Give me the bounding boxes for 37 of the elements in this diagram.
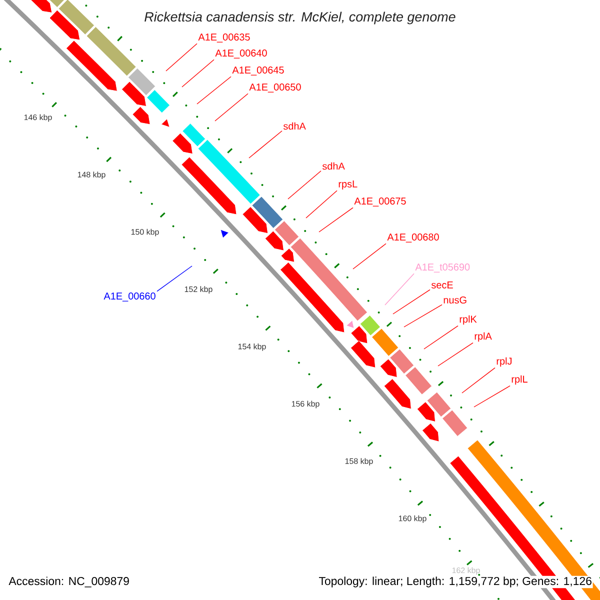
gene-label: A1E_00635 <box>198 34 250 42</box>
leader-line <box>166 43 198 72</box>
gene-label: rpsL <box>338 180 358 190</box>
leader-line <box>196 76 232 104</box>
leader-line <box>288 170 322 200</box>
gene-label: rplJ <box>496 357 512 367</box>
leader-line <box>474 385 510 408</box>
leader-line <box>182 59 214 88</box>
leader-line <box>352 243 386 270</box>
gene-label: nusG <box>444 296 466 304</box>
gene-label: A1E_00650 <box>249 84 301 92</box>
leader-line <box>156 266 192 292</box>
gene-label: sdhA <box>322 162 345 170</box>
gene-label: A1E_00660 <box>104 292 156 302</box>
gene-label: A1E_00680 <box>387 234 439 242</box>
leader-line <box>306 190 338 218</box>
leader-line <box>438 342 474 366</box>
gene-label: sdhA <box>283 122 306 130</box>
footer-text: Topology: linear; Length: 1,159,772 bp; Genes: 1,126 <box>318 576 593 588</box>
footer-text: Accession: NC_009879 <box>8 576 129 588</box>
leader-line <box>424 325 458 350</box>
gene-label: rplK <box>460 315 477 325</box>
leader-line <box>392 289 430 314</box>
gene-label: A1E_00645 <box>232 66 284 76</box>
gene-label: secE <box>431 282 453 288</box>
leader-line <box>214 93 248 122</box>
gene-label: A1E_00640 <box>215 50 267 58</box>
leader-line <box>318 207 354 232</box>
gene-label: A1E_00675 <box>354 198 406 206</box>
gene-label: rplA <box>474 332 492 342</box>
title: Rickettsia canadensis str. McKiel, complete genome <box>144 12 456 24</box>
leader-line <box>384 273 414 306</box>
leader-line <box>462 367 496 394</box>
gene-label: A1E_t05690 <box>415 264 470 272</box>
leader-line <box>404 304 442 328</box>
gene-label: rplL <box>512 375 528 385</box>
leader-line <box>248 130 282 158</box>
